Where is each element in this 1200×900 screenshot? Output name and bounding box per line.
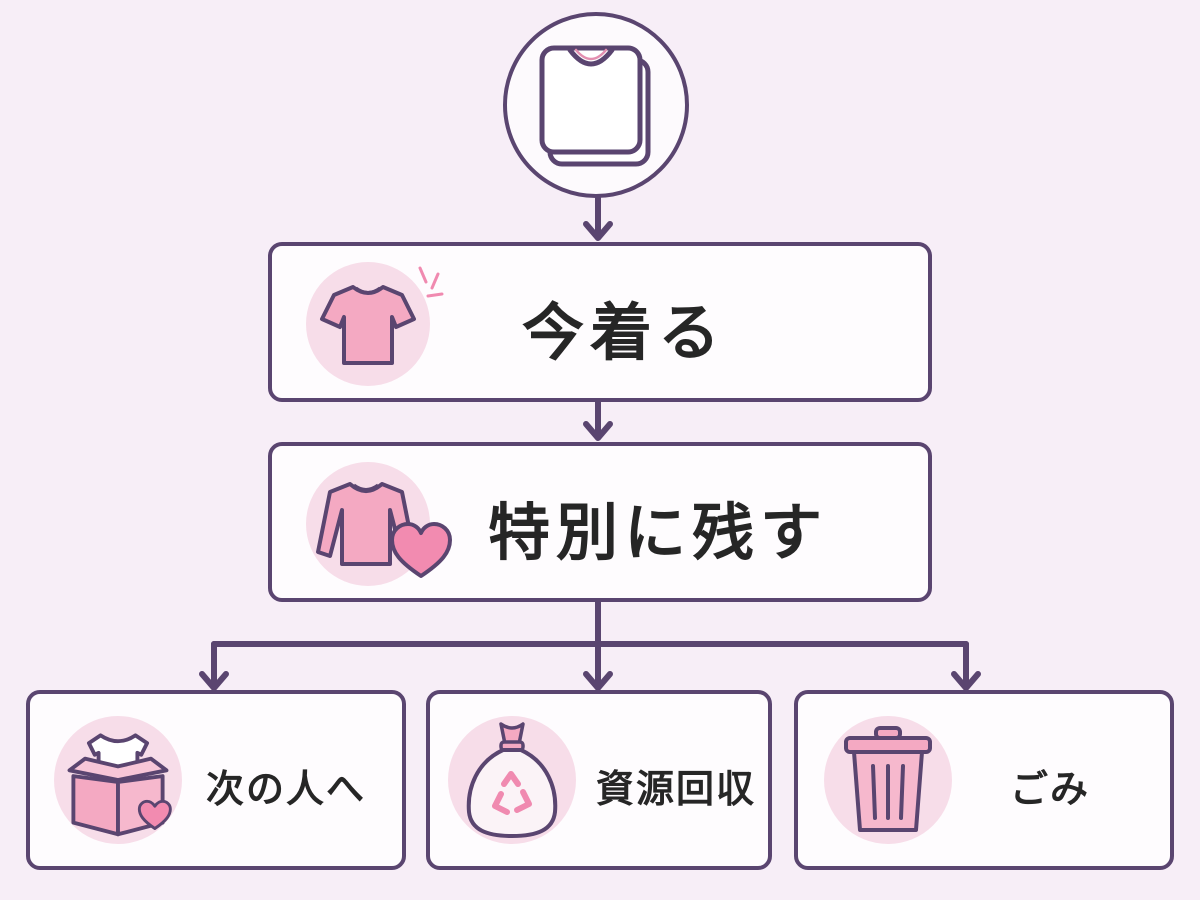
- arrowhead-next: [199, 671, 229, 691]
- node-next-person: 次の人へ: [26, 690, 406, 870]
- trash-can-icon-disc: [824, 716, 952, 844]
- node-keep-special: 特別に残す: [268, 442, 932, 602]
- arrowhead-recycle: [583, 671, 613, 691]
- tshirt-icon-disc: [306, 262, 430, 386]
- donation-box-icon: [67, 733, 172, 837]
- node-trash: ごみ: [794, 690, 1174, 870]
- recycle-bag-icon: [466, 722, 558, 838]
- node-wear-now: 今着る: [268, 242, 932, 402]
- node-label: 今着る: [522, 296, 727, 369]
- sweater-heart-icon: [316, 482, 416, 566]
- node-label: 資源回収: [596, 767, 757, 811]
- arrowhead-now: [583, 221, 613, 241]
- recycle-bag-icon-disc: [448, 716, 576, 844]
- trash-can-icon: [844, 726, 932, 832]
- node-label: ごみ: [1010, 767, 1091, 811]
- folded-clothes-icon: [539, 45, 651, 167]
- arrowhead-trash: [951, 671, 981, 691]
- heart-icon: [390, 522, 452, 578]
- node-label: 次の人へ: [206, 767, 367, 811]
- arrowhead-keep: [583, 421, 613, 441]
- sparkle-icon: [418, 266, 444, 298]
- donation-box-icon-disc: [54, 716, 182, 844]
- tshirt-icon: [320, 285, 416, 365]
- node-label: 特別に残す: [488, 496, 829, 569]
- root-node: [503, 12, 689, 198]
- node-resource-recovery: 資源回収: [426, 690, 772, 870]
